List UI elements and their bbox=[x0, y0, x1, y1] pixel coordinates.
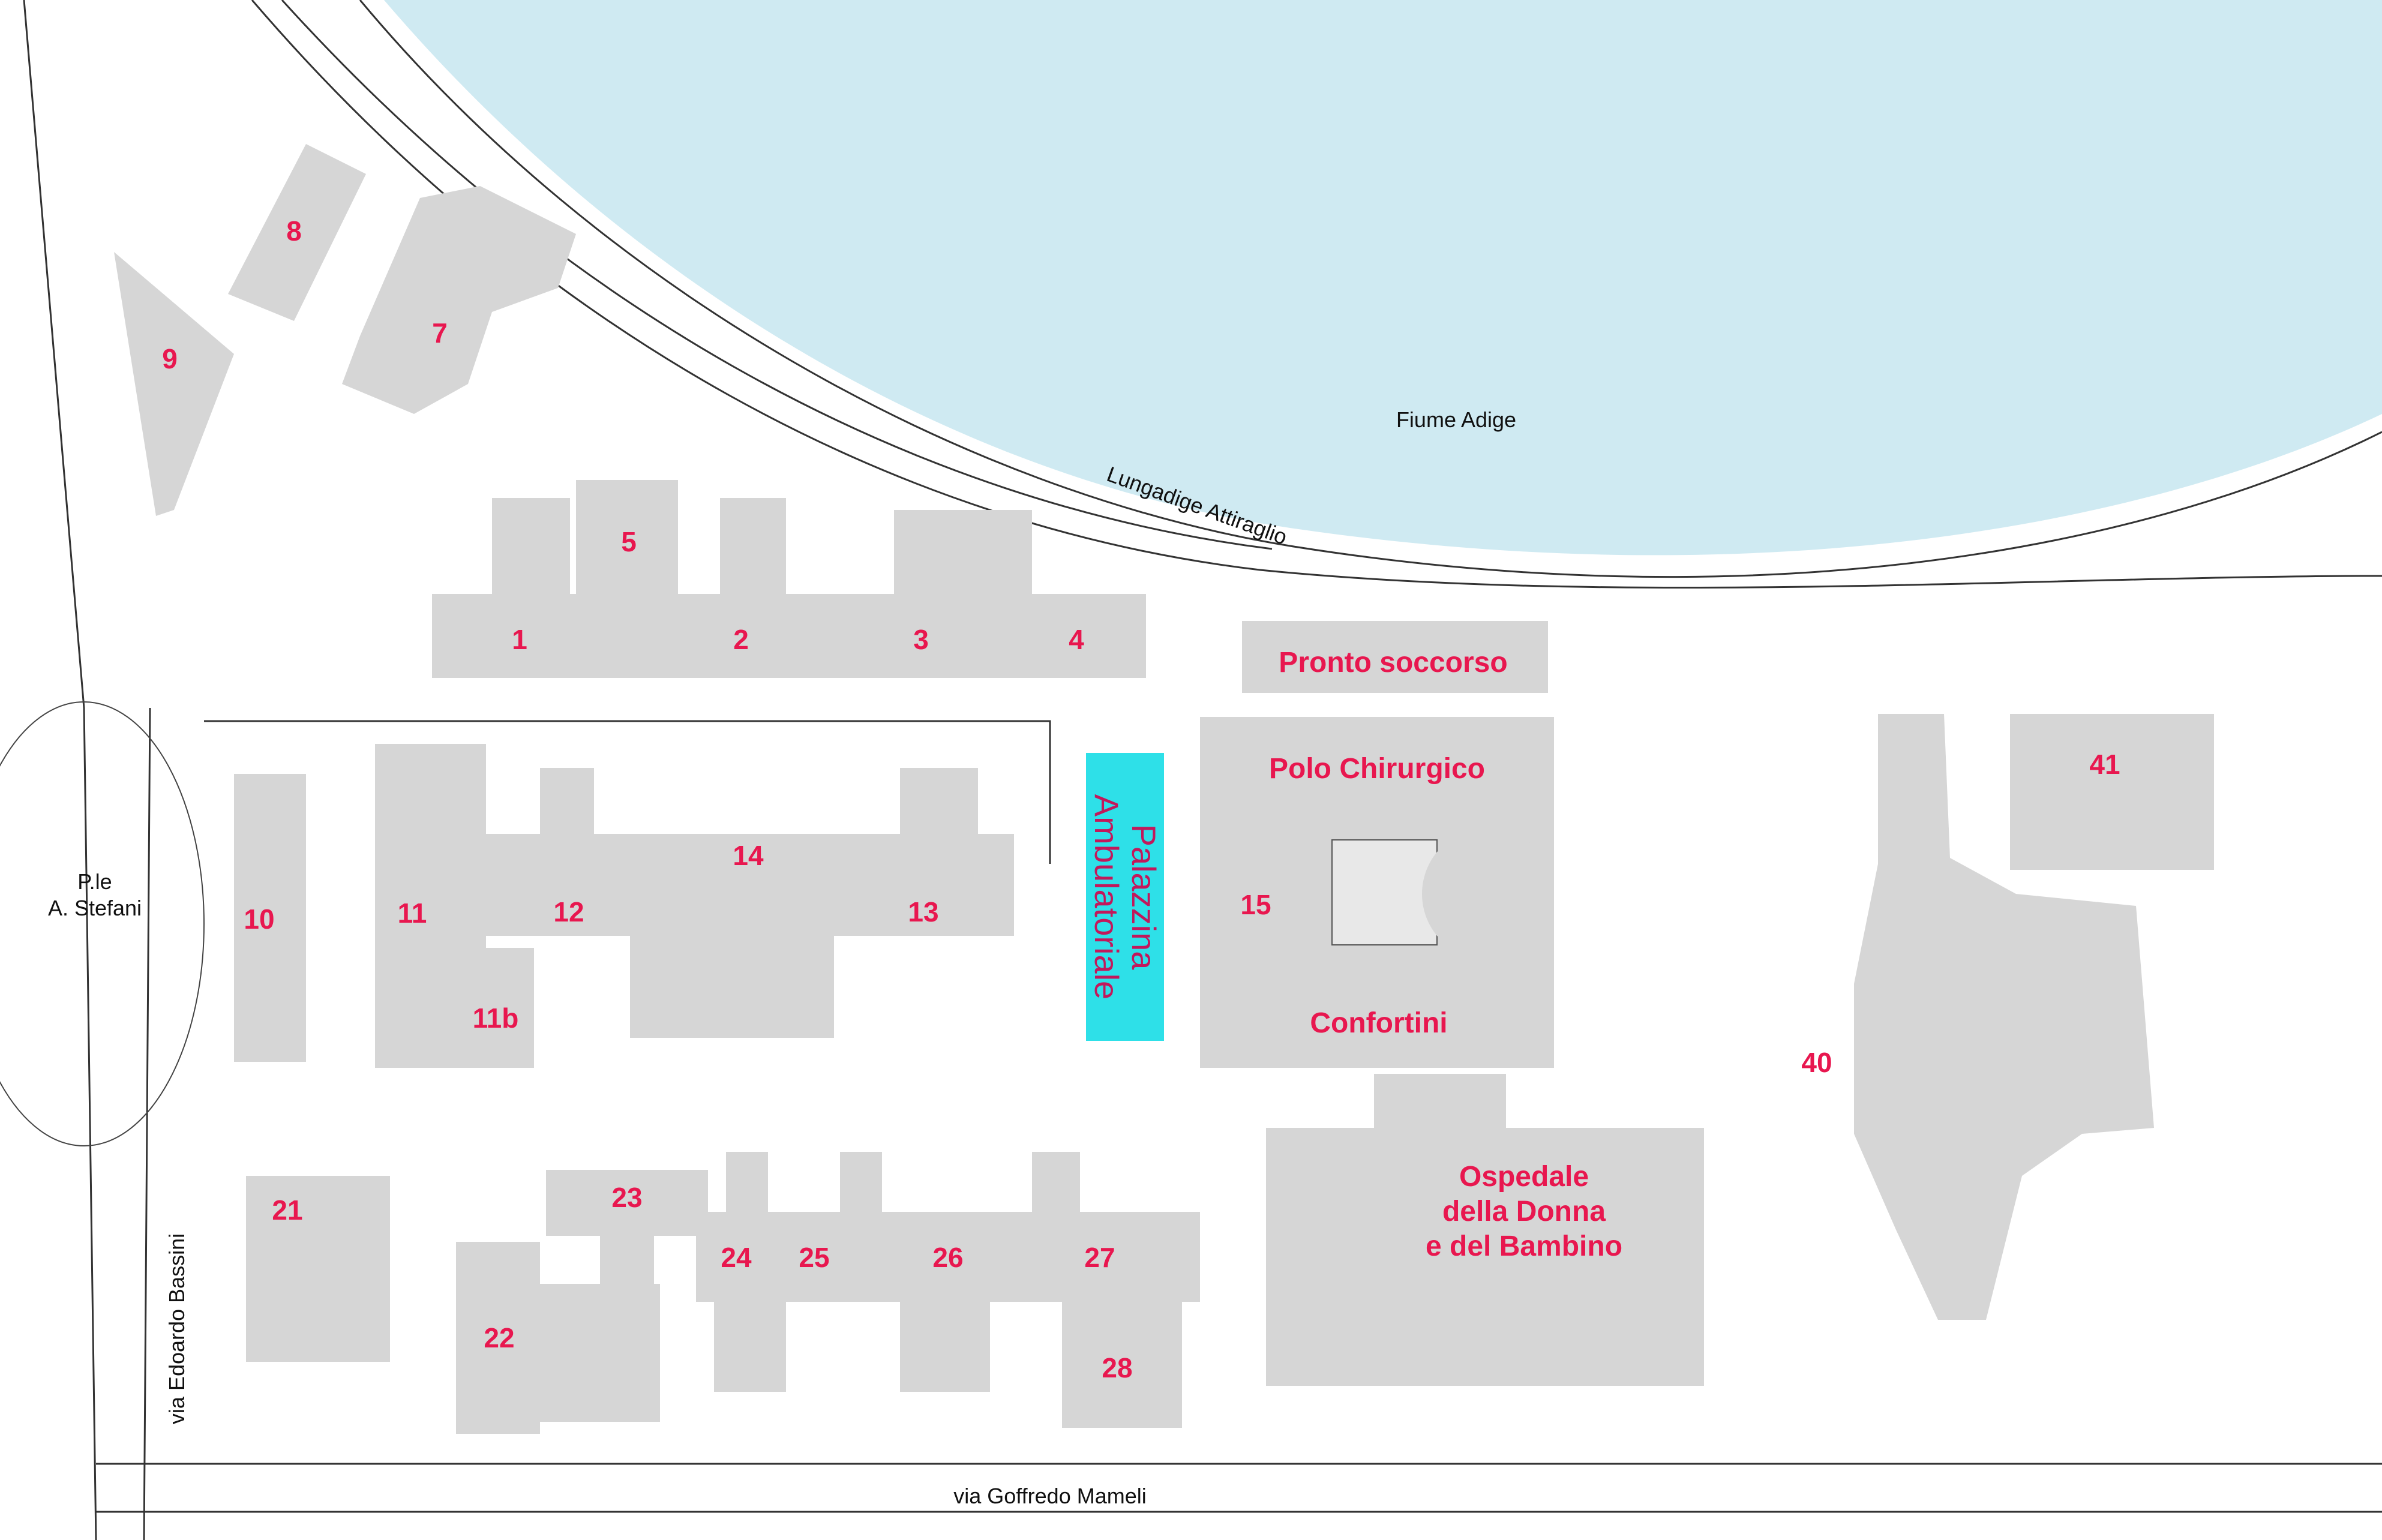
via-bassini-road bbox=[23, 0, 151, 1540]
building-14-wing bbox=[660, 834, 840, 894]
ospedale-line-2: della Donna bbox=[1442, 1196, 1606, 1227]
label-via-mameli: via Goffredo Mameli bbox=[953, 1484, 1147, 1508]
label-building-8[interactable]: 8 bbox=[286, 215, 302, 247]
palazzina-line-1: Palazzina bbox=[1125, 824, 1163, 970]
label-palazzina-ambulatoriale[interactable]: Palazzina Ambulatoriale bbox=[1088, 794, 1163, 1000]
ospedale-line-1: Ospedale bbox=[1459, 1161, 1589, 1193]
building-2-shape bbox=[660, 594, 858, 678]
cyan-route bbox=[204, 720, 1051, 864]
rotunda bbox=[1422, 828, 1554, 960]
label-confortini[interactable]: Confortini bbox=[1310, 1007, 1448, 1039]
label-building-3[interactable]: 3 bbox=[913, 624, 929, 655]
label-building-22[interactable]: 22 bbox=[484, 1322, 515, 1353]
label-building-12[interactable]: 12 bbox=[553, 896, 584, 927]
ospedale-line-3: e del Bambino bbox=[1425, 1230, 1623, 1262]
river-adige bbox=[384, 0, 2382, 556]
building-11b-shape bbox=[468, 948, 534, 1068]
building-24-south bbox=[714, 1296, 786, 1392]
building-3-wing bbox=[894, 510, 1032, 606]
piazzale-line-1: P.le bbox=[77, 869, 112, 894]
label-pronto-soccorso[interactable]: Pronto soccorso bbox=[1279, 647, 1508, 679]
building-25-wing bbox=[840, 1152, 882, 1224]
label-building-41[interactable]: 41 bbox=[2089, 749, 2120, 780]
label-via-bassini: via Edoardo Bassini bbox=[164, 1233, 189, 1425]
building-41-shape bbox=[2010, 714, 2214, 870]
piazzale-line-2: A. Stefani bbox=[47, 896, 142, 920]
label-building-28[interactable]: 28 bbox=[1102, 1352, 1133, 1383]
pronto-soccorso-shape bbox=[1242, 621, 1548, 693]
building-23-stem bbox=[600, 1224, 654, 1332]
building-5-shape bbox=[576, 480, 678, 612]
label-building-10[interactable]: 10 bbox=[244, 903, 275, 935]
label-building-27[interactable]: 27 bbox=[1084, 1242, 1115, 1273]
label-piazzale: P.le A. Stefani bbox=[48, 869, 142, 921]
palazzina-shape bbox=[1086, 753, 1164, 1041]
label-building-15[interactable]: 15 bbox=[1240, 889, 1271, 920]
label-building-7[interactable]: 7 bbox=[432, 317, 448, 349]
label-building-25[interactable]: 25 bbox=[799, 1242, 830, 1273]
label-building-23[interactable]: 23 bbox=[611, 1182, 643, 1213]
label-ospedale-donna[interactable]: Ospedale della Donna e del Bambino bbox=[1426, 1160, 1622, 1264]
building-9-shape bbox=[114, 252, 234, 516]
building-10-shape bbox=[234, 774, 306, 1062]
building-2-wing bbox=[720, 498, 786, 606]
label-building-2[interactable]: 2 bbox=[733, 624, 749, 655]
building-24-27-shape bbox=[696, 1212, 1200, 1302]
building-4-shape bbox=[1056, 594, 1146, 678]
building-28-shape bbox=[1062, 1296, 1182, 1428]
building-27-wing bbox=[1032, 1152, 1080, 1224]
label-building-40[interactable]: 40 bbox=[1801, 1047, 1832, 1078]
palazzina-line-2: Ambulatoriale bbox=[1088, 794, 1126, 1000]
piazzale-roundabout bbox=[0, 701, 205, 1146]
courtyard bbox=[1331, 839, 1438, 945]
label-building-13[interactable]: 13 bbox=[908, 896, 939, 927]
ospedale-donna-north bbox=[1374, 1074, 1506, 1146]
label-polo-chirurgico[interactable]: Polo Chirurgico bbox=[1269, 753, 1485, 785]
building-22-shape bbox=[456, 1242, 540, 1434]
label-building-26[interactable]: 26 bbox=[932, 1242, 964, 1273]
label-fiume-adige: Fiume Adige bbox=[1396, 407, 1517, 432]
label-building-4[interactable]: 4 bbox=[1069, 624, 1084, 655]
building-14-south bbox=[630, 936, 834, 1038]
label-building-9[interactable]: 9 bbox=[162, 343, 178, 374]
building-11-shape bbox=[375, 744, 486, 1068]
building-13-wing bbox=[900, 768, 978, 852]
label-building-11b[interactable]: 11b bbox=[472, 1002, 519, 1034]
building-8-shape bbox=[228, 144, 366, 321]
building-26-south bbox=[900, 1296, 990, 1392]
building-1-wing bbox=[492, 498, 570, 606]
via-mameli-road bbox=[96, 1463, 2382, 1513]
building-21-shape bbox=[246, 1176, 390, 1362]
label-building-21[interactable]: 21 bbox=[272, 1194, 303, 1226]
label-building-14[interactable]: 14 bbox=[733, 840, 764, 871]
building-7-shape bbox=[342, 186, 576, 414]
label-building-11[interactable]: 11 bbox=[397, 897, 427, 929]
label-building-24[interactable]: 24 bbox=[721, 1242, 752, 1273]
building-24-wing bbox=[726, 1152, 768, 1224]
building-3-shape bbox=[858, 594, 1062, 678]
lungadige-road-edge-2 bbox=[281, 0, 1273, 550]
building-12-wing bbox=[540, 768, 594, 840]
river-bank-line bbox=[359, 0, 2382, 578]
label-building-5[interactable]: 5 bbox=[621, 526, 637, 557]
building-40-shape bbox=[1854, 714, 2154, 1320]
ospedale-donna-shape bbox=[1266, 1128, 1704, 1386]
label-building-1[interactable]: 1 bbox=[512, 624, 527, 655]
